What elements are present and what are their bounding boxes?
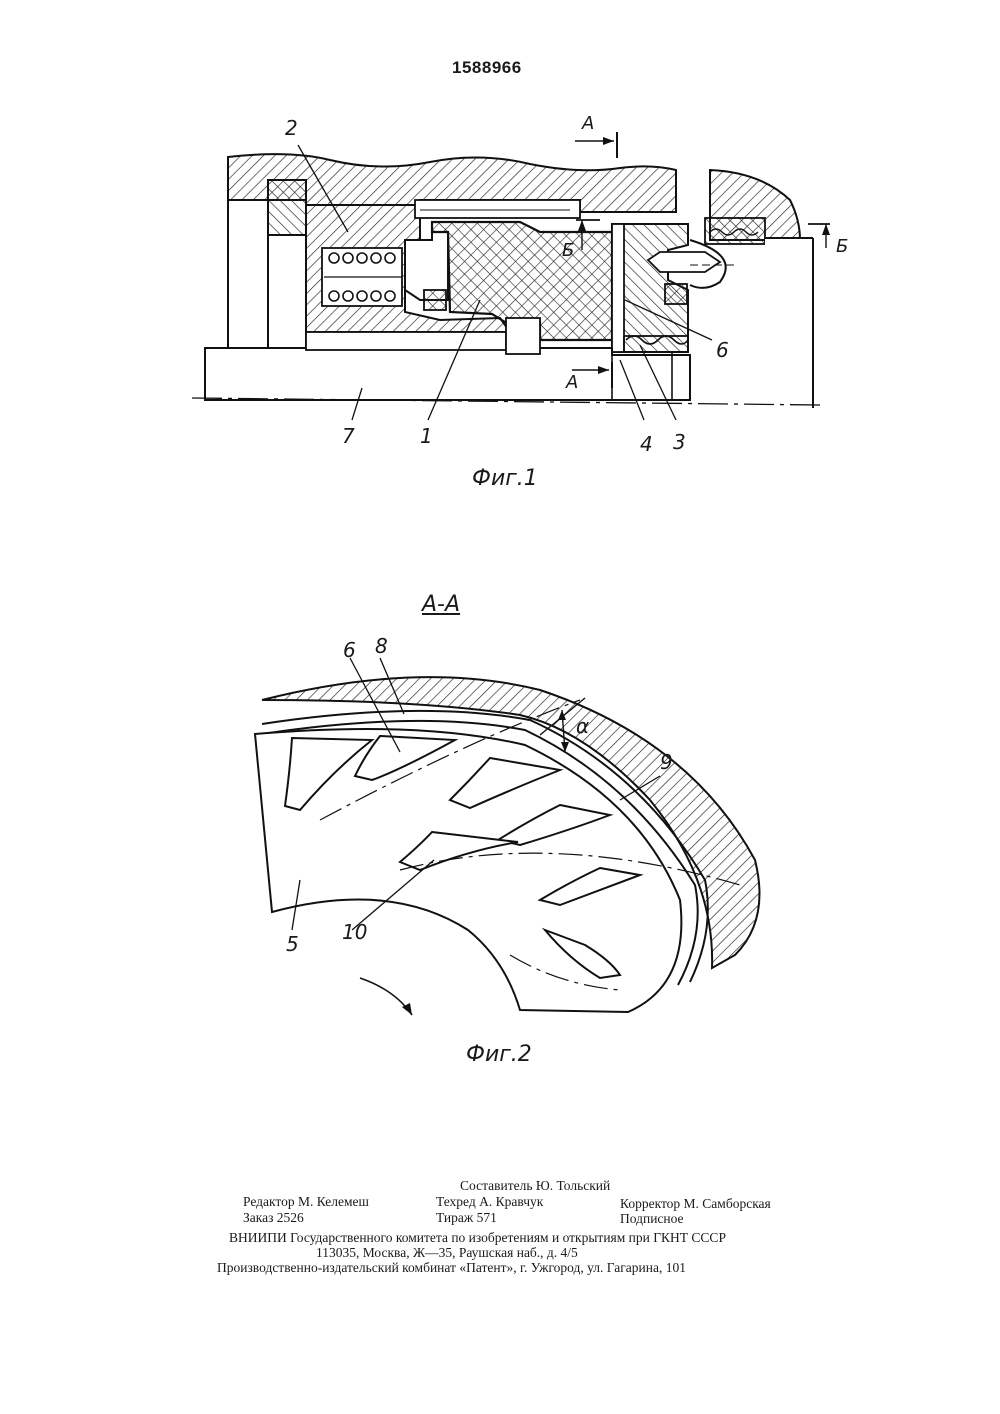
rotation-arrow [360, 978, 412, 1015]
section-title-a-a: А-А [422, 592, 460, 617]
imprint-corrector: Корректор М. Самборская [620, 1196, 771, 1212]
imprint-compiler: Составитель Ю. Тольский [460, 1178, 610, 1194]
fig2-label-10: 10 [342, 920, 367, 944]
imprint-org-line: ВНИИПИ Государственного комитета по изоб… [229, 1230, 726, 1246]
fig2-label-8: 8 [375, 634, 388, 658]
fig2-label-5: 5 [286, 932, 299, 956]
fig2-label-9: 9 [660, 750, 673, 774]
imprint-address-line: 113035, Москва, Ж—35, Раушская наб., д. … [316, 1245, 578, 1261]
imprint-editor: Редактор М. Келемеш [243, 1194, 369, 1210]
imprint-plant-line: Производственно-издательский комбинат «П… [217, 1260, 686, 1276]
figure-2-drawing [0, 0, 1000, 1100]
fig2-label-alpha: α [576, 714, 589, 738]
imprint-subscription: Подписное [620, 1211, 684, 1227]
imprint-techred: Техред А. Кравчук [436, 1194, 543, 1210]
imprint-circulation: Тираж 571 [436, 1210, 497, 1226]
figure-2-caption: Фиг.2 [466, 1042, 532, 1067]
imprint-order: Заказ 2526 [243, 1210, 304, 1226]
fig2-label-6: 6 [343, 638, 356, 662]
